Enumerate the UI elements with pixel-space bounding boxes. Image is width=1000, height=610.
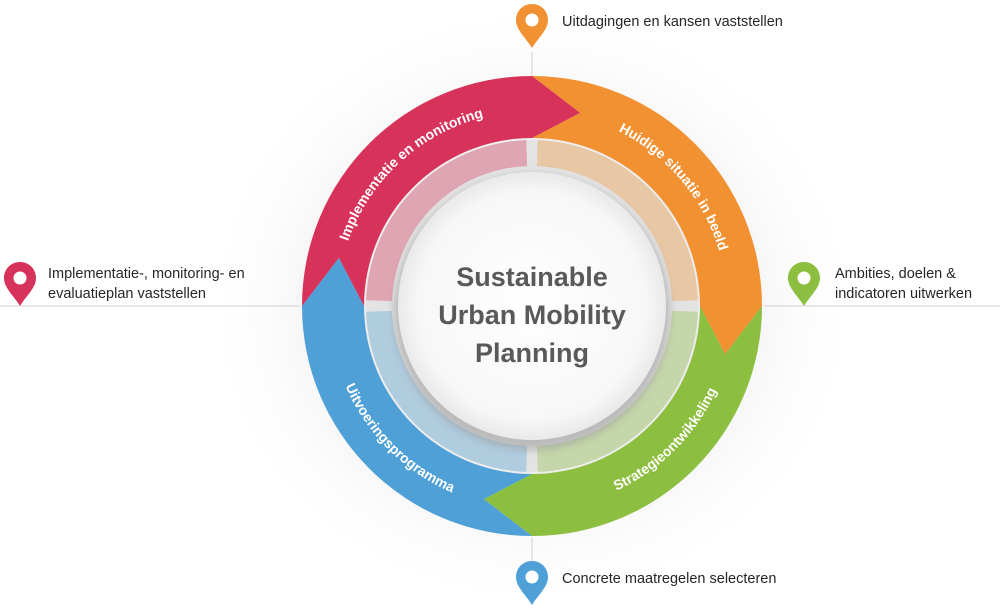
inner-tint-0 bbox=[536, 140, 698, 302]
milestone-left: Implementatie-, monitoring- en evaluatie… bbox=[48, 264, 245, 304]
milestone-top-text: Uitdagingen en kansen vaststellen bbox=[562, 14, 783, 30]
cycle-ring bbox=[302, 76, 762, 536]
inner-ring-tint bbox=[366, 140, 698, 472]
milestone-right-line-1: Ambities, doelen & bbox=[835, 266, 956, 282]
milestone-bottom-text: Concrete maatregelen selecteren bbox=[562, 571, 777, 587]
connector-lines bbox=[0, 52, 1000, 563]
center-disc bbox=[398, 172, 666, 440]
inner-tint-2 bbox=[366, 310, 528, 472]
milestone-left-line-1: Implementatie-, monitoring- en bbox=[48, 266, 245, 282]
map-pin-icon-top bbox=[516, 4, 548, 48]
milestone-right-line-2: indicatoren uitwerken bbox=[835, 286, 973, 302]
center-title-line-2: Urban Mobility bbox=[438, 300, 626, 330]
map-pin-icon-bottom bbox=[516, 561, 548, 605]
center-title-line-1: Sustainable bbox=[456, 262, 608, 292]
segment-strategieontwikkeling bbox=[483, 306, 762, 536]
milestone-left-line-2: evaluatieplan vaststellen bbox=[48, 286, 206, 302]
map-pin-icon-left bbox=[4, 262, 36, 306]
milestone-right: Ambities, doelen & indicatoren uitwerken bbox=[835, 264, 972, 304]
center-title-line-3: Planning bbox=[475, 338, 589, 368]
segment-implementatie bbox=[302, 76, 581, 306]
inner-tint-3 bbox=[366, 140, 528, 302]
inner-tint-1 bbox=[536, 310, 698, 472]
map-pin-icon-right bbox=[788, 262, 820, 306]
segment-huidige-situatie bbox=[532, 76, 762, 355]
segment-uitvoeringsprogramma bbox=[302, 257, 532, 536]
